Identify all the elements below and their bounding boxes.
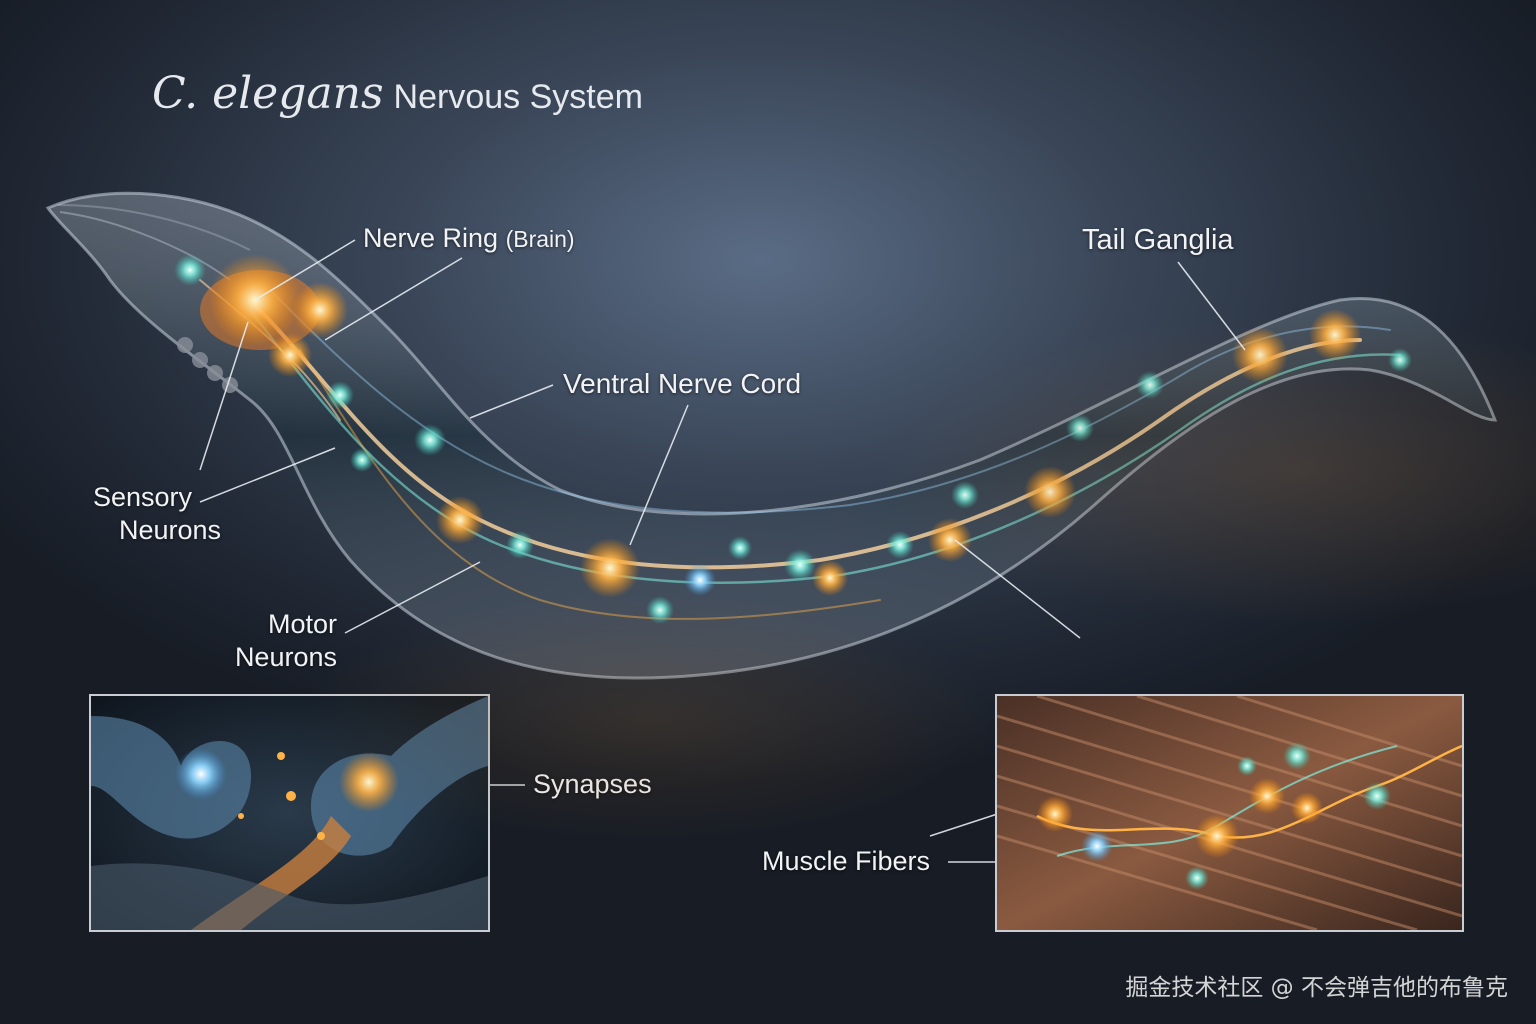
label-ventral-nerve-cord: Ventral Nerve Cord xyxy=(563,368,802,399)
synapses-inset xyxy=(89,694,490,932)
label-nerve-ring: Nerve Ring (Brain) xyxy=(363,222,575,256)
watermark: 掘金技术社区 @ 不会弹吉他的布鲁克 xyxy=(1125,975,1508,1001)
motor-line2: Neurons xyxy=(234,642,337,672)
nerve-ring-note: (Brain) xyxy=(505,226,575,252)
motor-line1: Motor xyxy=(267,609,337,639)
nerve-ring-text: Nerve Ring xyxy=(363,223,499,253)
synapses-illustration xyxy=(91,696,488,930)
worm-body xyxy=(45,191,1498,680)
muscle-fibers-inset xyxy=(995,694,1464,932)
label-sensory-neurons: Sensory Neurons xyxy=(93,481,221,547)
title-species: C. elegans xyxy=(152,68,384,119)
label-synapses: Synapses xyxy=(533,769,652,799)
neuron-glows xyxy=(174,254,1412,624)
label-motor-neurons: Motor Neurons xyxy=(232,608,337,674)
sensory-line1: Sensory xyxy=(93,482,193,512)
muscle-fibers-illustration xyxy=(997,696,1462,930)
title-text: Nervous System xyxy=(393,78,643,116)
label-muscle-fibers: Muscle Fibers xyxy=(762,846,931,876)
label-tail-ganglia: Tail Ganglia xyxy=(1082,224,1234,256)
sensory-line2: Neurons xyxy=(119,515,222,545)
